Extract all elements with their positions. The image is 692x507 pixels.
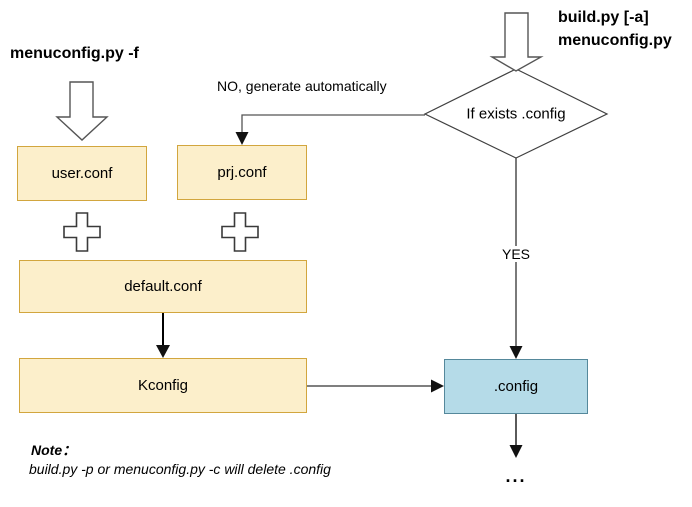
note-title: Note： [31, 442, 77, 458]
arrowhead-down-icon [509, 346, 523, 359]
down-block-arrow-icon [55, 81, 109, 141]
command-title-left: menuconfig.py -f [10, 45, 139, 62]
arrowhead-down-icon [235, 132, 249, 145]
node-user-conf: user.conf [17, 146, 147, 201]
edge-no-label: NO, generate automatically [217, 78, 387, 94]
node-prj-conf-label: prj.conf [217, 164, 267, 181]
decision-label: If exists .config [466, 105, 566, 123]
continuation-ellipsis: ... [505, 466, 527, 486]
edge-no-path [241, 114, 425, 133]
node-kconfig-label: Kconfig [137, 377, 189, 394]
down-block-arrow-icon [489, 12, 544, 72]
command-title-right-line1: build.py [-a] [558, 9, 649, 26]
command-title-right-line2: menuconfig.py [558, 32, 672, 49]
node-default-conf-label: default.conf [124, 278, 202, 295]
plus-icon [221, 212, 259, 252]
node-user-conf-label: user.conf [51, 165, 113, 182]
node-dot-config-label: .config [493, 378, 539, 395]
plus-icon [63, 212, 101, 252]
arrowhead-right-icon [431, 379, 444, 393]
arrowhead-down-icon [156, 345, 170, 358]
note-body: build.py -p or menuconfig.py -c will del… [29, 461, 331, 477]
node-prj-conf: prj.conf [177, 145, 307, 200]
arrowhead-down-icon [509, 445, 523, 458]
node-default-conf: default.conf [19, 260, 307, 313]
node-dot-config: .config [444, 359, 588, 414]
command-title-right: build.py [-a] menuconfig.py [558, 6, 672, 52]
node-kconfig: Kconfig [19, 358, 307, 413]
edge-yes-label: YES [498, 246, 534, 262]
